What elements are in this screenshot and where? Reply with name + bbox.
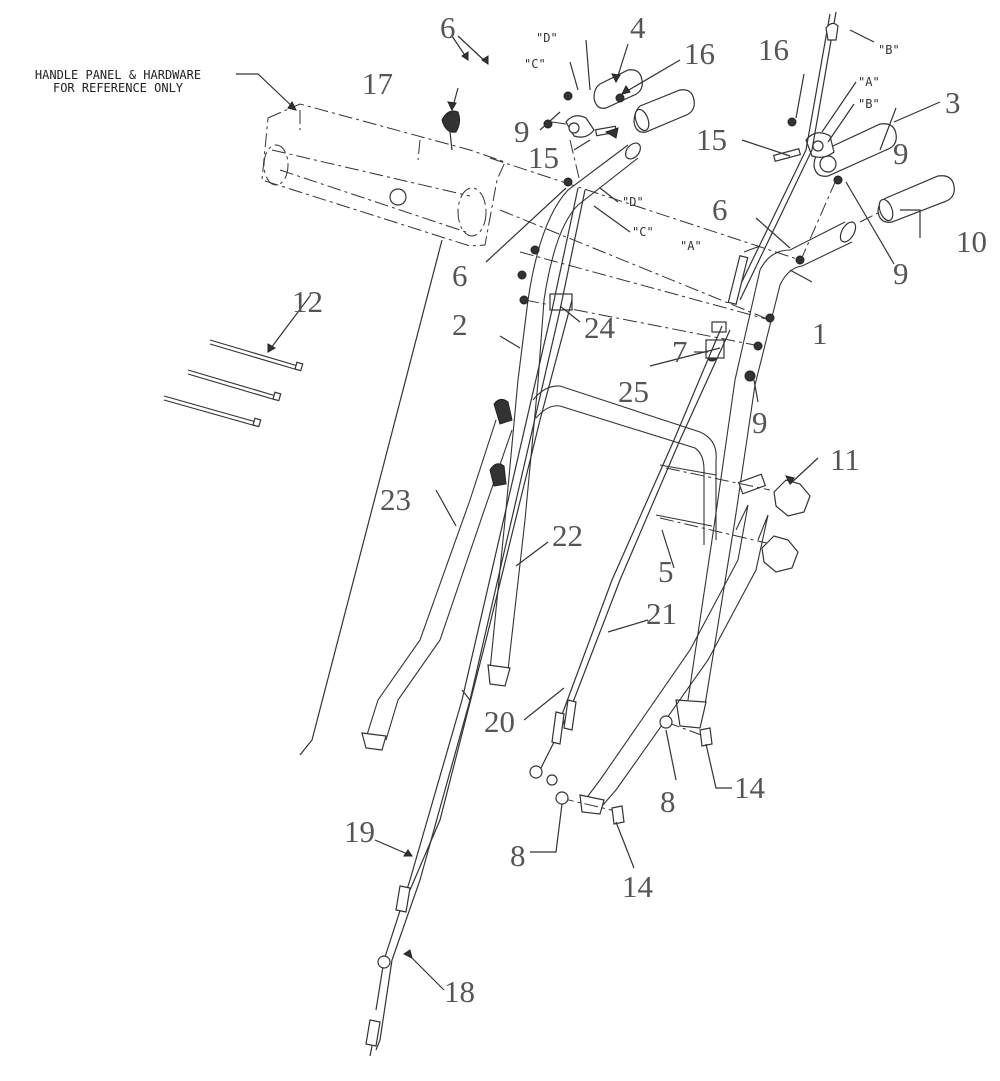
letter-a-top: "A" xyxy=(858,75,880,89)
letter-d-top: "D" xyxy=(536,31,558,45)
callout-18: 18 xyxy=(444,974,475,1009)
callout-1: 1 xyxy=(812,316,828,351)
shift-rod xyxy=(299,239,443,756)
callout-21: 21 xyxy=(646,596,677,631)
arrowheads xyxy=(267,51,795,959)
knob-item-11 xyxy=(761,479,811,573)
grip-left-outer xyxy=(633,89,695,133)
callout-6a: 6 xyxy=(440,10,456,45)
callout-9c: 9 xyxy=(893,256,909,291)
shift-knob xyxy=(441,110,461,151)
grip-item-10 xyxy=(859,175,955,223)
callout-15b: 15 xyxy=(696,122,727,157)
cable-guides xyxy=(549,293,727,359)
lower-handle-right xyxy=(579,473,769,815)
letter-a-cable: "A" xyxy=(680,239,702,253)
right-lever-hardware xyxy=(772,117,843,265)
callout-22: 22 xyxy=(552,518,583,553)
callout-20: 20 xyxy=(484,704,515,739)
mounting-bolts xyxy=(489,157,801,813)
callout-19: 19 xyxy=(344,814,375,849)
callout-16a: 16 xyxy=(684,36,715,71)
callout-numbers: 1 2 3 4 5 6 6 6 7 8 8 9 9 9 9 10 11 12 1… xyxy=(292,10,987,1009)
upper-handle-right xyxy=(675,221,857,729)
bolts-item-14 xyxy=(555,715,713,825)
callout-15a: 15 xyxy=(528,140,559,175)
letter-b-top: "B" xyxy=(878,43,900,57)
handle-panel xyxy=(261,103,506,247)
left-lever-hardware xyxy=(543,91,625,183)
callout-14a: 14 xyxy=(734,770,766,805)
callout-17: 17 xyxy=(362,66,393,101)
cables xyxy=(365,11,839,1057)
upper-handle-left xyxy=(487,142,641,687)
callout-4: 4 xyxy=(630,10,646,45)
callout-6b: 6 xyxy=(452,258,468,293)
letter-c-top: "C" xyxy=(524,57,546,71)
callout-3: 3 xyxy=(945,85,961,120)
leader-lines xyxy=(267,29,941,991)
grip-item-3 xyxy=(813,123,897,177)
callout-16b: 16 xyxy=(758,32,789,67)
callout-23: 23 xyxy=(380,482,411,517)
callout-14b: 14 xyxy=(622,869,654,904)
letter-c-cable: "C" xyxy=(632,225,654,239)
callout-2: 2 xyxy=(452,307,468,342)
callout-9a: 9 xyxy=(514,114,530,149)
callout-9b: 9 xyxy=(893,136,909,171)
lower-handle-left xyxy=(361,398,513,751)
letter-b-lever: "B" xyxy=(858,97,880,111)
connection-letters: "A" "A" "B" "B" "C" "C" "D" "D" xyxy=(524,31,900,253)
callout-8a: 8 xyxy=(660,784,676,819)
callout-12: 12 xyxy=(292,284,323,319)
callout-25: 25 xyxy=(618,374,649,409)
reference-note-line1: HANDLE PANEL & HARDWARE xyxy=(35,68,201,82)
letter-d-cable: "D" xyxy=(622,195,644,209)
callout-11: 11 xyxy=(830,442,860,477)
grip-item-4 xyxy=(593,69,643,109)
callout-24: 24 xyxy=(584,310,616,345)
callout-7: 7 xyxy=(672,334,688,369)
callout-5: 5 xyxy=(658,554,674,589)
reference-note: HANDLE PANEL & HARDWARE FOR REFERENCE ON… xyxy=(35,68,297,111)
reference-note-line2: FOR REFERENCE ONLY xyxy=(53,81,184,95)
callout-9d: 9 xyxy=(752,405,768,440)
callout-10: 10 xyxy=(956,224,987,259)
cable-ties xyxy=(163,339,304,428)
callout-8b: 8 xyxy=(510,838,526,873)
callout-6c: 6 xyxy=(712,192,728,227)
